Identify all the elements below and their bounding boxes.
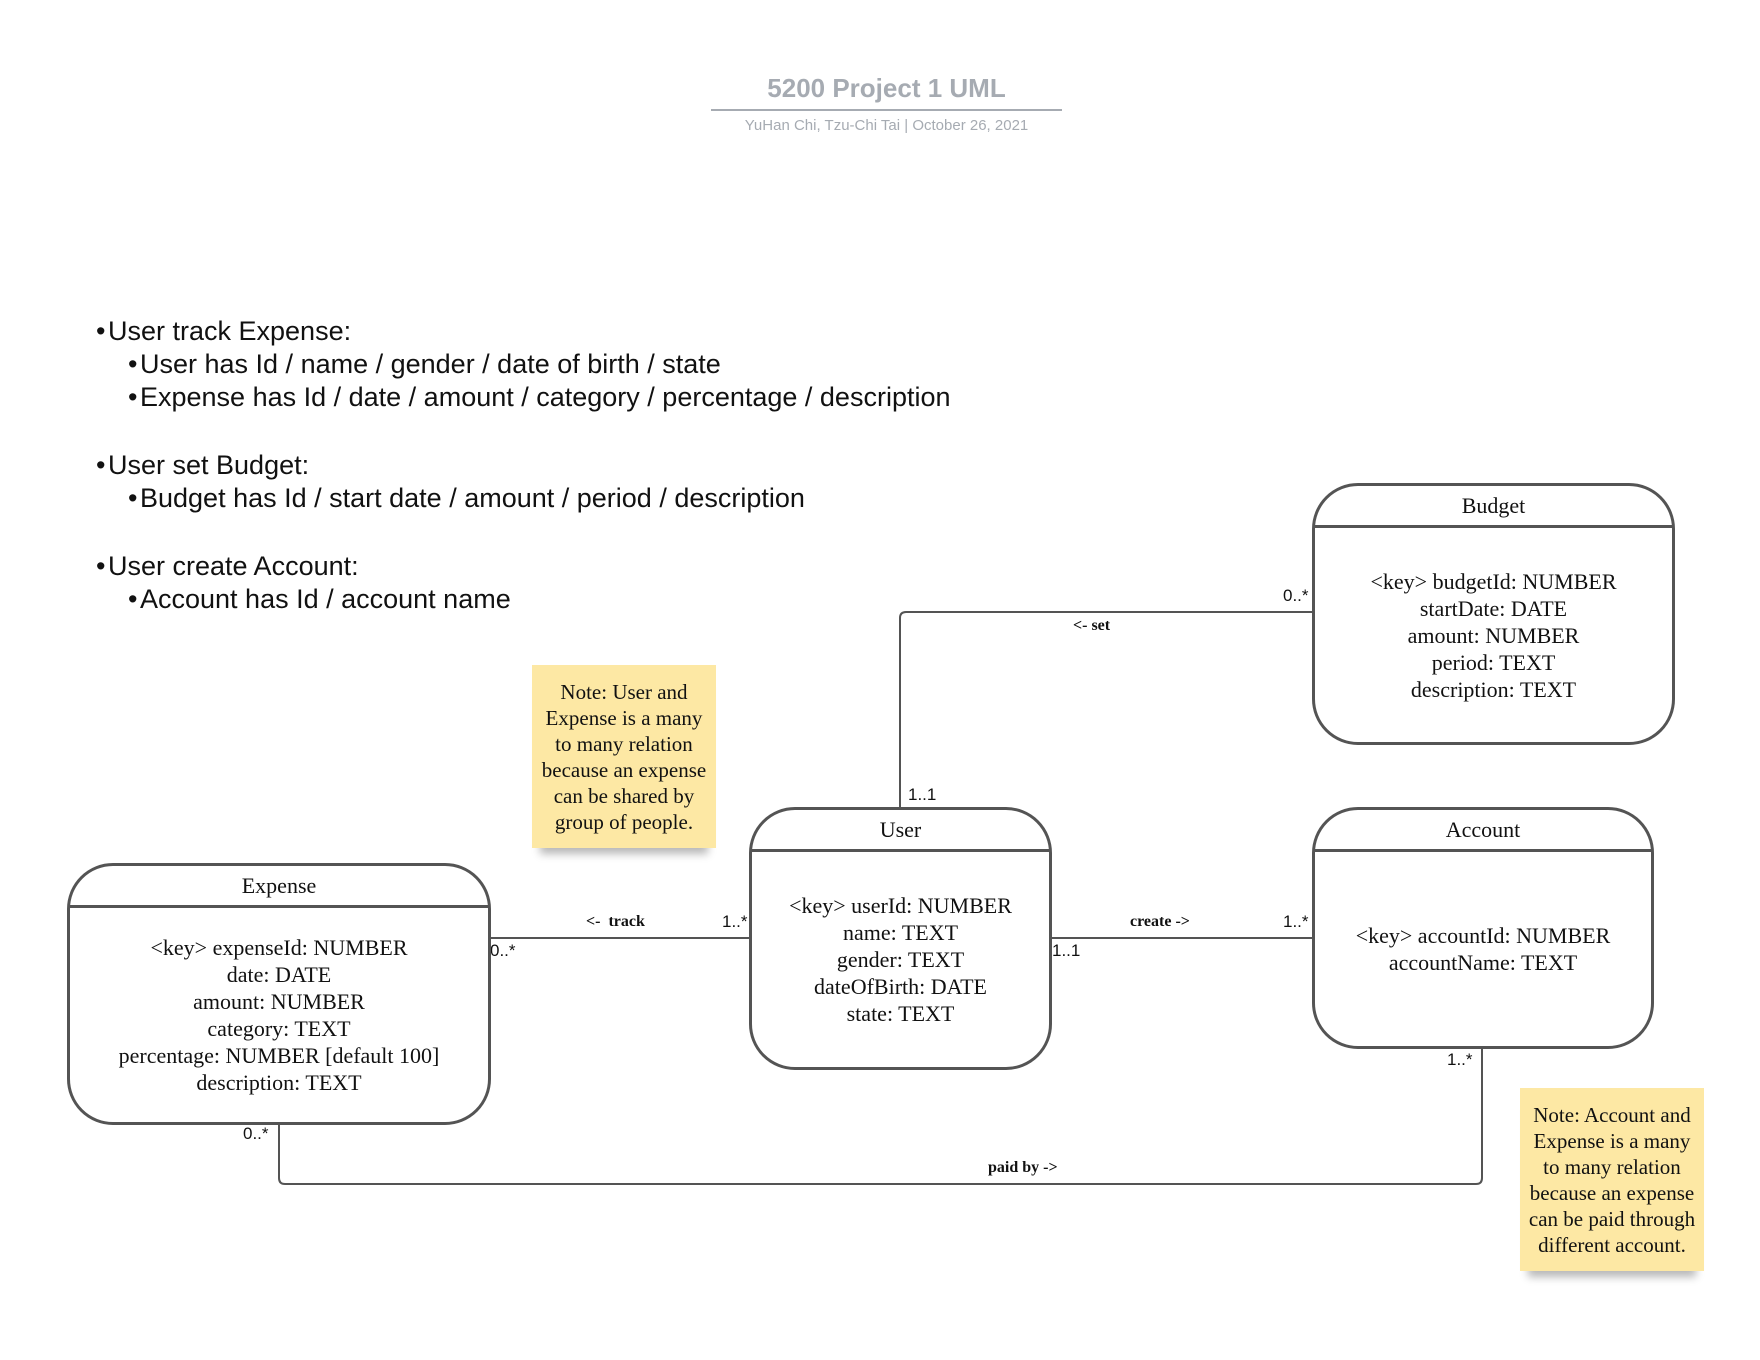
bullet-icon: • [128, 349, 138, 379]
bullet-icon: • [128, 483, 138, 513]
entity-attributes: <key> budgetId: NUMBER startDate: DATE a… [1315, 528, 1672, 742]
requirement-subitem: •Account has Id / account name [128, 584, 511, 614]
paid-by-account-multiplicity: 1..* [1447, 1050, 1473, 1069]
expense-entity: Expense <key> expenseId: NUMBER date: DA… [67, 863, 491, 1125]
attribute: <key> budgetId: NUMBER [1370, 568, 1617, 594]
attribute: state: TEXT [846, 1001, 955, 1026]
attribute: category: TEXT [207, 1016, 351, 1041]
attribute: gender: TEXT [836, 947, 965, 972]
attribute: name: TEXT [842, 920, 959, 945]
attribute: percentage: NUMBER [default 100] [118, 1043, 440, 1068]
attribute: startDate: DATE [1419, 595, 1568, 621]
title-underline [711, 109, 1062, 111]
paid-by-expense-multiplicity: 0..* [243, 1124, 269, 1143]
entity-name: Account [1315, 810, 1651, 852]
attribute: dateOfBirth: DATE [814, 974, 987, 999]
user-expense-note: Note: User and Expense is a many to many… [532, 665, 716, 848]
bullet-icon: • [96, 551, 106, 581]
requirement-group: •User track Expense: •User has Id / name… [96, 315, 951, 414]
requirement-item: •User create Account: [96, 551, 359, 581]
set-connector [899, 611, 1313, 807]
attribute: period: TEXT [1431, 649, 1556, 675]
attribute: amount: NUMBER [193, 989, 365, 1014]
set-user-multiplicity: 1..1 [908, 785, 936, 804]
requirements-list: •User track Expense: •User has Id / name… [96, 315, 951, 651]
entity-name: User [752, 810, 1049, 852]
track-user-multiplicity: 1..* [722, 912, 748, 931]
create-label: create -> [1130, 913, 1190, 930]
attribute: accountName: TEXT [1388, 950, 1578, 975]
paid-by-label: paid by -> [988, 1159, 1058, 1176]
attribute: <key> userId: NUMBER [789, 893, 1012, 918]
entity-attributes: <key> expenseId: NUMBER date: DATE amoun… [70, 908, 488, 1122]
diagram-title: 5200 Project 1 UML [767, 73, 1006, 103]
bullet-icon: • [96, 450, 106, 480]
attribute: amount: NUMBER [1407, 622, 1580, 648]
requirement-group: •User set Budget: •Budget has Id / start… [96, 449, 951, 515]
requirement-item: •User set Budget: [96, 450, 310, 480]
attribute: <key> accountId: NUMBER [1355, 923, 1611, 948]
paid-by-connector [278, 1048, 1483, 1185]
attribute: <key> expenseId: NUMBER [150, 935, 408, 960]
requirement-group: •User create Account: •Account has Id / … [96, 550, 951, 616]
entity-attributes: <key> accountId: NUMBER accountName: TEX… [1315, 852, 1651, 1046]
set-budget-multiplicity: 0..* [1283, 586, 1309, 605]
requirement-item: •User track Expense: [96, 316, 352, 346]
entity-name: Budget [1315, 486, 1672, 528]
requirement-subitem: •Expense has Id / date / amount / catego… [128, 382, 951, 412]
requirement-subitem: •Budget has Id / start date / amount / p… [128, 483, 805, 513]
set-label: <- set [1073, 617, 1111, 634]
create-account-multiplicity: 1..* [1283, 912, 1309, 931]
track-label: <- track [586, 913, 645, 930]
bullet-icon: • [128, 382, 138, 412]
create-user-multiplicity: 1..1 [1052, 941, 1080, 960]
account-expense-note: Note: Account and Expense is a many to m… [1520, 1088, 1704, 1271]
track-expense-multiplicity: 0..* [490, 941, 516, 960]
budget-entity: Budget <key> budgetId: NUMBER startDate:… [1312, 483, 1675, 745]
bullet-icon: • [96, 316, 106, 346]
note-text: Note: Account and Expense is a many to m… [1528, 1102, 1696, 1257]
account-entity: Account <key> accountId: NUMBER accountN… [1312, 807, 1654, 1049]
bullet-icon: • [128, 584, 138, 614]
entity-name: Expense [70, 866, 488, 908]
entity-attributes: <key> userId: NUMBER name: TEXT gender: … [752, 852, 1049, 1067]
requirement-subitem: •User has Id / name / gender / date of b… [128, 349, 721, 379]
attribute: date: DATE [226, 962, 332, 987]
note-text: Note: User and Expense is a many to many… [541, 679, 707, 834]
attribute: description: TEXT [196, 1070, 362, 1095]
attribute: description: TEXT [1410, 676, 1577, 702]
user-entity: User <key> userId: NUMBER name: TEXT gen… [749, 807, 1052, 1070]
diagram-subtitle: YuHan Chi, Tzu-Chi Tai | October 26, 202… [744, 117, 1029, 134]
